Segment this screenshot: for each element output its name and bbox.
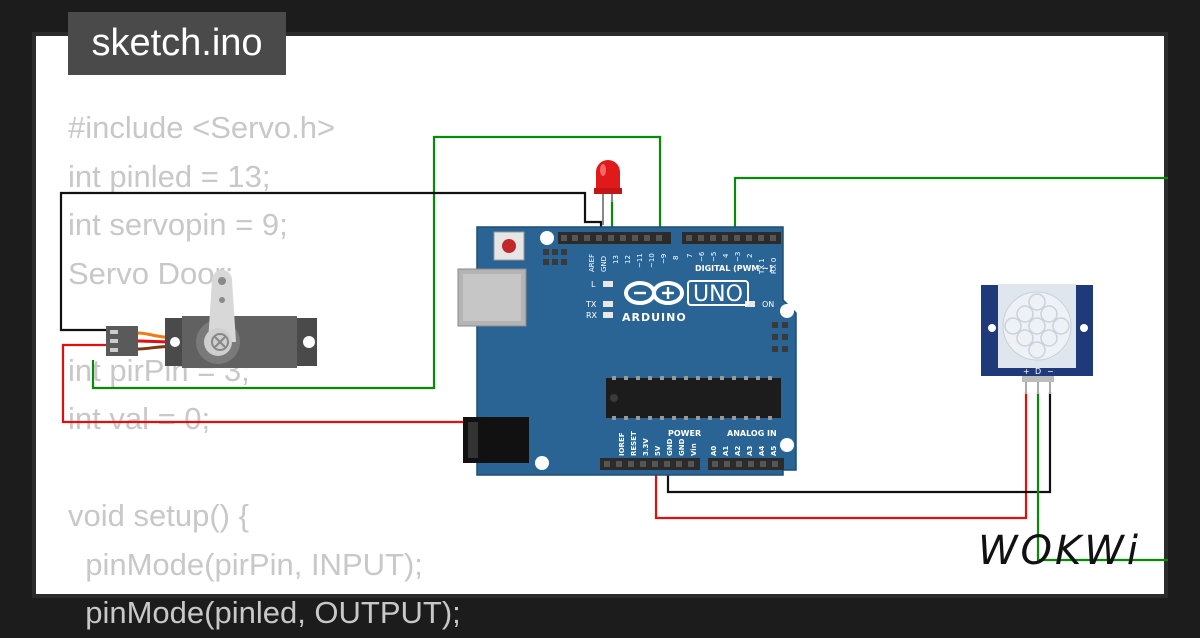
red-led[interactable] bbox=[594, 160, 622, 225]
arduino-logo bbox=[624, 281, 684, 305]
svg-text:~11: ~11 bbox=[636, 253, 644, 268]
svg-text:~6: ~6 bbox=[698, 251, 706, 262]
wire-pir-gnd bbox=[666, 392, 1052, 494]
code-line: int pinled = 13; bbox=[68, 158, 271, 194]
svg-text:A5: A5 bbox=[770, 446, 778, 456]
svg-text:5V: 5V bbox=[654, 445, 662, 456]
digital-header-right bbox=[682, 232, 781, 244]
pir-motion-sensor[interactable]: + D − bbox=[981, 284, 1093, 394]
svg-text:TX: TX bbox=[585, 300, 597, 309]
svg-text:2: 2 bbox=[746, 254, 754, 258]
svg-text:RESET: RESET bbox=[630, 431, 638, 456]
code-line: pinMode(pirPin, INPUT); bbox=[68, 546, 423, 582]
svg-text:AREF: AREF bbox=[588, 254, 596, 272]
svg-text:12: 12 bbox=[624, 255, 632, 264]
code-line: pinMode(pinled, OUTPUT); bbox=[68, 595, 461, 630]
wokwi-logo: WOKWi bbox=[978, 528, 1141, 574]
svg-text:POWER: POWER bbox=[668, 429, 701, 438]
svg-text:4: 4 bbox=[722, 253, 730, 258]
svg-text:~3: ~3 bbox=[734, 252, 742, 262]
svg-text:8: 8 bbox=[672, 256, 680, 260]
wire-servo-gnd bbox=[59, 191, 603, 332]
atmega-chip bbox=[606, 378, 781, 418]
board-brand-label: ARDUINO bbox=[622, 311, 687, 324]
svg-text:~9: ~9 bbox=[660, 254, 668, 264]
svg-text:A4: A4 bbox=[758, 446, 766, 456]
code-line: int servopin = 9; bbox=[68, 207, 288, 242]
svg-text:L: L bbox=[591, 280, 596, 289]
arduino-uno-board[interactable]: AREF GND 13 12 ~11 ~10 ~9 8 7 ~6 ~5 4 ~3… bbox=[457, 226, 797, 476]
svg-text:RX: RX bbox=[586, 311, 598, 320]
svg-text:A2: A2 bbox=[734, 446, 742, 456]
power-header bbox=[600, 458, 700, 470]
svg-text:ANALOG IN: ANALOG IN bbox=[727, 429, 777, 438]
svg-text:GND: GND bbox=[666, 438, 674, 456]
file-tab-title[interactable]: sketch.ino bbox=[68, 12, 286, 75]
svg-text:13: 13 bbox=[612, 255, 620, 264]
svg-text:+: + bbox=[1023, 367, 1030, 376]
svg-text:7: 7 bbox=[686, 254, 694, 258]
svg-text:ON: ON bbox=[762, 300, 774, 309]
svg-text:Vin: Vin bbox=[690, 443, 698, 456]
mounting-hole bbox=[780, 438, 794, 452]
svg-text:~5: ~5 bbox=[710, 252, 718, 262]
svg-text:GND: GND bbox=[600, 256, 608, 272]
svg-text:RX 0: RX 0 bbox=[770, 258, 778, 274]
svg-text:D: D bbox=[1035, 367, 1041, 376]
wire-pir-signal bbox=[1036, 392, 1168, 562]
svg-text:3.3V: 3.3V bbox=[642, 438, 650, 456]
svg-text:A3: A3 bbox=[746, 446, 754, 456]
mounting-hole bbox=[535, 456, 549, 470]
svg-text:GND: GND bbox=[678, 438, 686, 456]
code-line: int val = 0; bbox=[68, 401, 211, 436]
digital-header-label: DIGITAL (PWM ~) bbox=[695, 264, 773, 273]
svg-text:~10: ~10 bbox=[648, 253, 656, 268]
servo-motor[interactable] bbox=[106, 270, 317, 368]
code-line: void setup() { bbox=[68, 498, 249, 533]
svg-text:A1: A1 bbox=[722, 446, 730, 456]
wire-pir-out bbox=[733, 176, 1168, 238]
board-model-label: UNO bbox=[693, 282, 743, 307]
code-line: #include <Servo.h> bbox=[68, 110, 336, 145]
svg-text:IOREF: IOREF bbox=[618, 432, 626, 456]
svg-text:−: − bbox=[1047, 367, 1054, 376]
mounting-hole bbox=[540, 231, 554, 245]
svg-text:A0: A0 bbox=[710, 446, 718, 456]
svg-text:TX 1: TX 1 bbox=[758, 258, 766, 275]
mounting-hole bbox=[780, 304, 794, 318]
wire-servo-pwm bbox=[91, 135, 662, 390]
